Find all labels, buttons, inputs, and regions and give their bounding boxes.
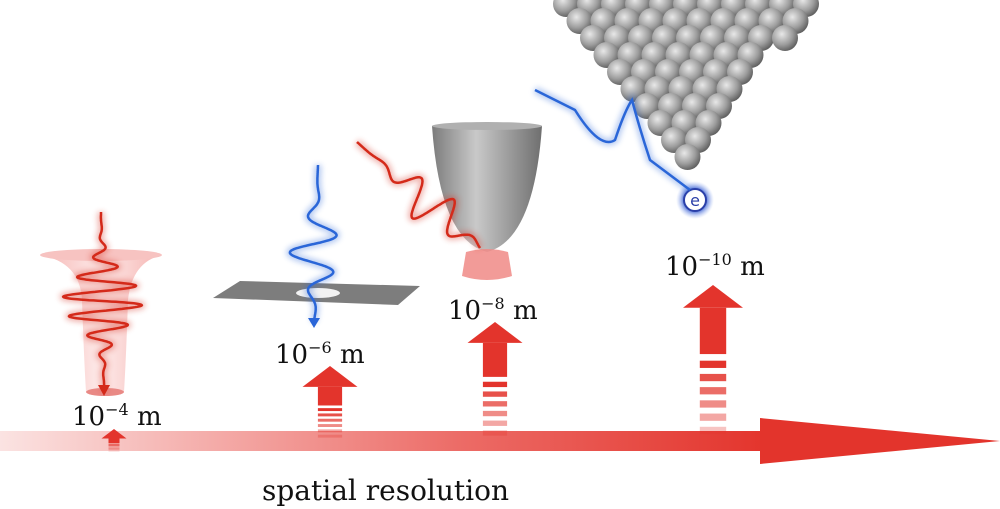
wave-arrowhead	[98, 385, 110, 396]
scale-label-1e-10: 10−10 m	[665, 250, 765, 282]
light-waves	[59, 86, 693, 396]
atom-sphere	[674, 144, 701, 170]
up-arrow-1e-8	[467, 322, 523, 436]
wave-plate	[288, 165, 338, 322]
scale-label-1e-6: 10−6 m	[275, 338, 365, 370]
atomic-tip	[553, 0, 819, 170]
wave-atomic	[534, 88, 691, 191]
up-arrow-1e-4	[101, 429, 127, 452]
wave-tip	[356, 141, 482, 249]
resolution-arrows	[101, 285, 743, 452]
up-arrow-1e-6	[302, 366, 358, 438]
electron-symbol: e	[690, 191, 700, 210]
atom-sphere	[772, 25, 798, 51]
up-arrow-1e-10	[683, 285, 743, 435]
scale-label-1e-4: 10−4 m	[72, 400, 162, 432]
scale-label-1e-8: 10−8 m	[448, 294, 538, 326]
wave-arrowhead	[308, 318, 320, 328]
wave-funnel	[61, 212, 144, 390]
axis-label: spatial resolution	[262, 474, 510, 507]
spatial-resolution-axis-arrow	[0, 418, 1000, 464]
probe-tip	[432, 122, 542, 280]
